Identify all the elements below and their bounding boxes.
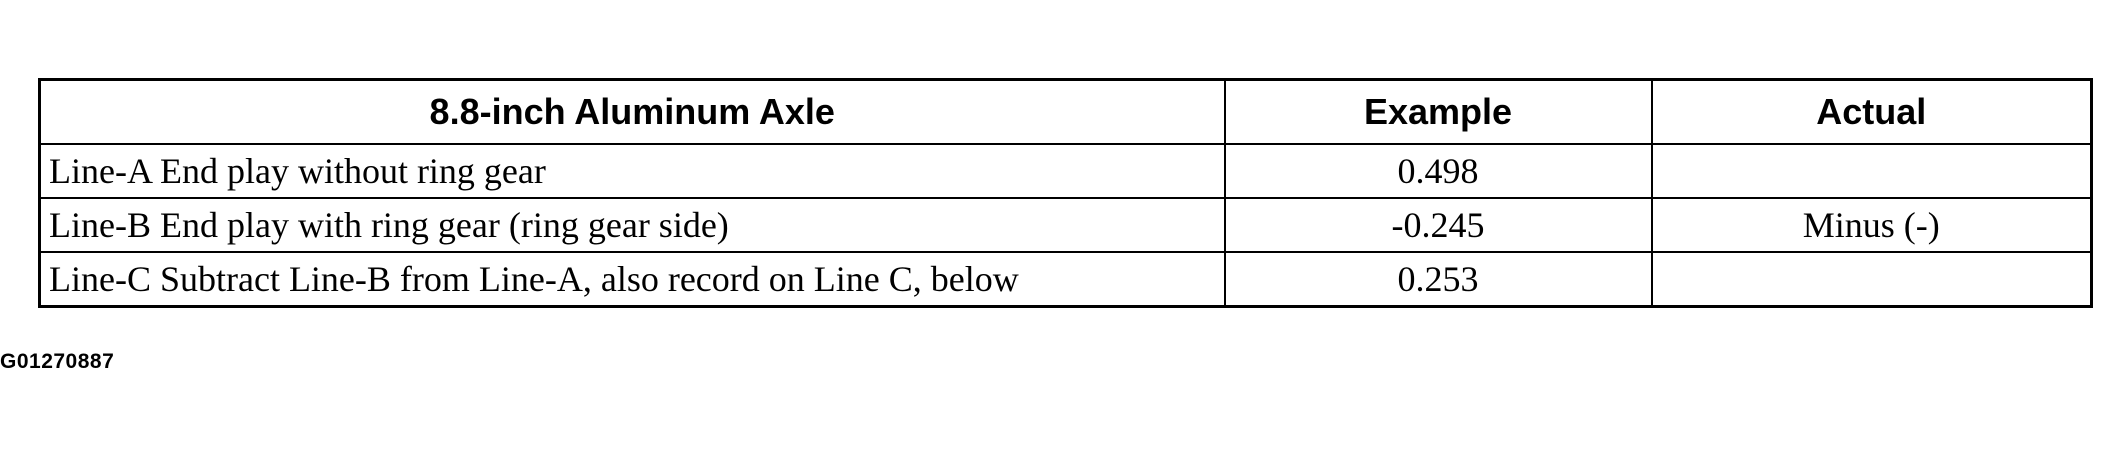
row-description: Line-B End play with ring gear (ring gea… [38,197,1226,253]
axle-spec-table-container: 8.8-inch Aluminum Axle Example Actual Li… [38,78,2093,308]
row-description: Line-A End play without ring gear [38,143,1226,199]
header-actual: Actual [1650,78,2093,145]
row-example-value: -0.245 [1223,197,1653,253]
figure-id-label: G01270887 [0,350,115,373]
row-example-value: 0.498 [1223,143,1653,199]
row-actual-value [1650,143,2093,199]
table-header-row: 8.8-inch Aluminum Axle Example Actual [38,78,2093,145]
header-axle: 8.8-inch Aluminum Axle [38,78,1226,145]
row-example-value: 0.253 [1223,251,1653,308]
row-description: Line-C Subtract Line-B from Line-A, also… [38,251,1226,308]
row-actual-value [1650,251,2093,308]
header-example: Example [1223,78,1653,145]
table-row: Line-C Subtract Line-B from Line-A, also… [38,251,2093,308]
table-row: Line-B End play with ring gear (ring gea… [38,197,2093,253]
table-row: Line-A End play without ring gear 0.498 [38,143,2093,199]
axle-spec-table: 8.8-inch Aluminum Axle Example Actual Li… [38,78,2093,308]
row-actual-value: Minus (-) [1650,197,2093,253]
